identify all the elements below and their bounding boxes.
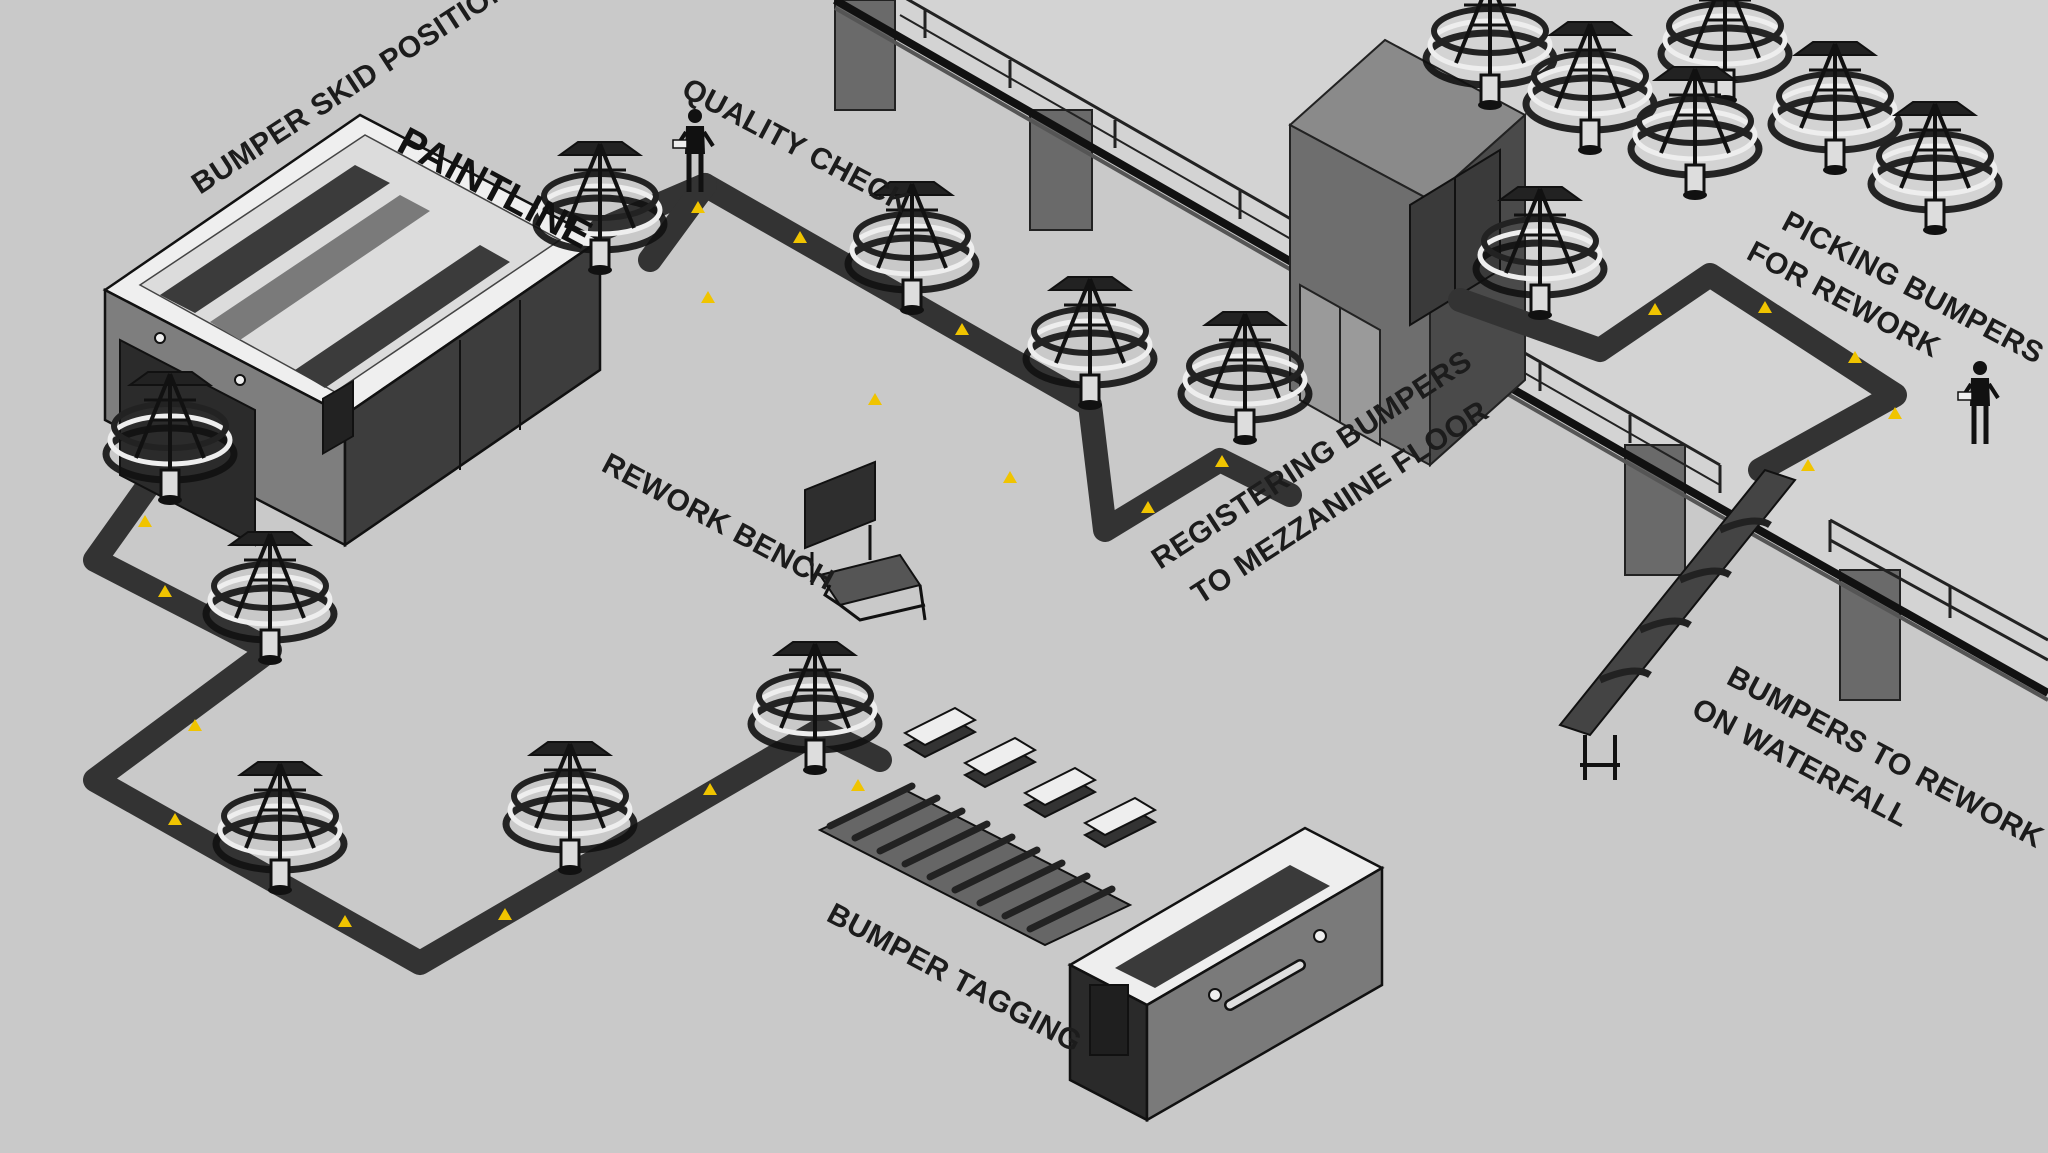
bumper-tagging-station	[817, 706, 1385, 1123]
mezzanine-conveyor	[1448, 263, 1907, 482]
rework-waterfall-chute	[1558, 468, 1797, 780]
freight-lift	[1288, 38, 1527, 468]
bumper-skid-icon	[216, 762, 344, 895]
floor-conveyor	[83, 173, 1302, 975]
bumper-skid-icon	[206, 532, 334, 665]
label-rework-bench: REWORK BENCH	[597, 447, 840, 597]
rework-bench	[804, 460, 927, 622]
